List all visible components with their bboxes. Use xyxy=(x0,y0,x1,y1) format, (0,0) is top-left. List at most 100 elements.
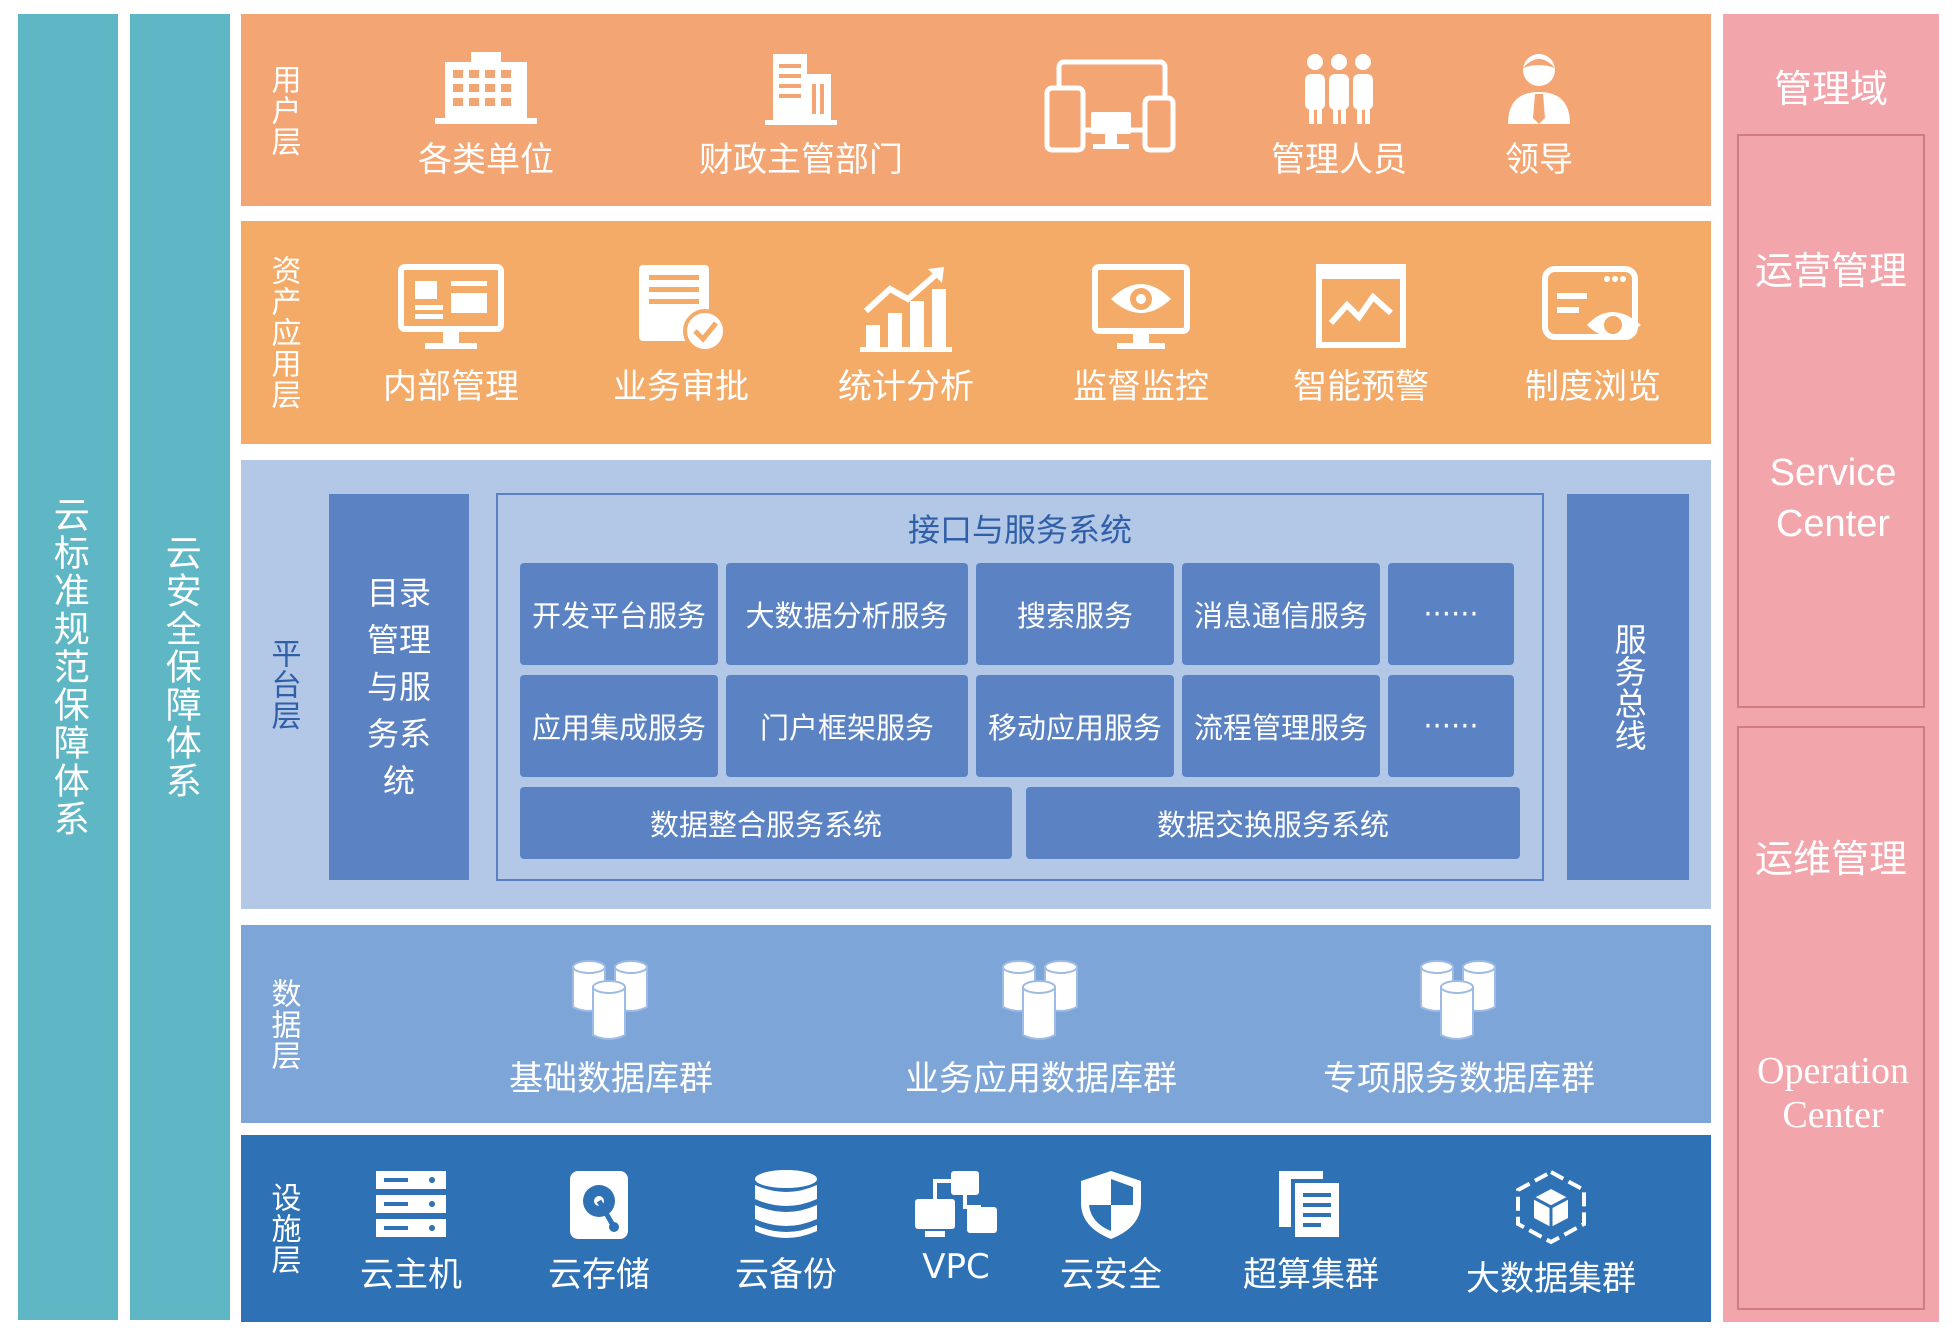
infra-item-cloud-security: 云安全 xyxy=(1021,1169,1201,1296)
trend-window-icon xyxy=(1315,263,1407,353)
infrastructure-layer: 设施层 云主机 云存储 xyxy=(241,1135,1711,1322)
user-item-label: 各类单位 xyxy=(418,140,554,180)
database-cluster-icon xyxy=(1417,959,1501,1045)
leader-person-icon xyxy=(1504,52,1574,126)
app-item-label: 监督监控 xyxy=(1073,367,1209,407)
user-item-leader: 领导 xyxy=(1489,52,1589,181)
data-item-label: 专项服务数据库群 xyxy=(1323,1059,1595,1099)
service-workflow: 流程管理服务 xyxy=(1182,675,1380,777)
service-portal-framework: 门户框架服务 xyxy=(726,675,968,777)
shield-icon xyxy=(1079,1169,1143,1241)
bar-chart-growth-icon xyxy=(856,263,956,353)
database-stack-icon xyxy=(753,1169,819,1241)
application-layer: 资产应用层 内部管理 xyxy=(241,221,1711,444)
data-item-business: 业务应用数据库群 xyxy=(871,959,1211,1100)
service-bus-label: 服务总线 xyxy=(1609,623,1648,751)
service-dev-platform: 开发平台服务 xyxy=(520,563,718,665)
interface-system-title: 接口与服务系统 xyxy=(907,511,1132,549)
infra-item-label: 云主机 xyxy=(360,1255,462,1295)
infra-item-supercomputing: 超算集群 xyxy=(1211,1169,1411,1296)
app-item-label: 智能预警 xyxy=(1293,367,1429,407)
user-item-label: 管理人员 xyxy=(1271,140,1407,180)
security-column: 云安全保障体系 xyxy=(130,14,230,1320)
service-center-box: 运营管理 Service Center xyxy=(1737,134,1925,708)
management-domain: 管理域 运营管理 Service Center 运维管理 Operation C… xyxy=(1723,14,1939,1322)
infra-item-label: 云安全 xyxy=(1060,1255,1162,1295)
data-item-basic: 基础数据库群 xyxy=(441,959,781,1100)
infra-item-label: 云备份 xyxy=(735,1255,837,1295)
data-layer: 数据层 基础数据库群 业务应用数据库群 xyxy=(241,925,1711,1123)
service-center-label: Service Center xyxy=(1769,452,1897,546)
user-item-label: 领导 xyxy=(1505,140,1573,180)
cube-hexagon-icon xyxy=(1514,1169,1588,1245)
standards-label: 云标准规范保障体系 xyxy=(47,496,89,838)
operations-mgmt-label: 运营管理 xyxy=(1754,249,1907,293)
data-item-label: 基础数据库群 xyxy=(509,1059,713,1099)
office-building-icon xyxy=(761,52,841,126)
infra-item-cloud-host: 云主机 xyxy=(321,1169,501,1296)
building-icon xyxy=(431,52,541,126)
data-item-label: 业务应用数据库群 xyxy=(905,1059,1177,1099)
maintenance-mgmt-label: 运维管理 xyxy=(1754,837,1907,881)
app-item-label: 统计分析 xyxy=(838,367,974,407)
infra-item-cloud-backup: 云备份 xyxy=(696,1169,876,1296)
data-exchange-system: 数据交换服务系统 xyxy=(1026,787,1520,859)
hard-disk-icon xyxy=(568,1169,630,1241)
catalog-system-label: 目录管理与服务系统 xyxy=(366,573,431,800)
infra-item-label: 云存储 xyxy=(548,1255,650,1295)
infra-item-label: VPC xyxy=(922,1247,990,1287)
service-app-integration: 应用集成服务 xyxy=(520,675,718,777)
security-label: 云安全保障体系 xyxy=(159,534,201,800)
database-cluster-icon xyxy=(569,959,653,1045)
data-item-special: 专项服务数据库群 xyxy=(1289,959,1629,1100)
service-more-row2: ······ xyxy=(1388,675,1514,777)
user-item-finance-dept: 财政主管部门 xyxy=(691,52,911,181)
infra-item-label: 超算集群 xyxy=(1243,1255,1379,1295)
service-big-data-analysis: 大数据分析服务 xyxy=(726,563,968,665)
app-item-internal: 内部管理 xyxy=(351,263,551,408)
group-people-icon xyxy=(1299,52,1379,126)
infra-item-big-data: 大数据集群 xyxy=(1436,1169,1666,1300)
app-item-regulations: 制度浏览 xyxy=(1493,263,1693,408)
app-item-label: 业务审批 xyxy=(613,367,749,407)
platform-layer-label: 平台层 xyxy=(265,638,301,731)
documents-icon xyxy=(1277,1169,1345,1241)
infra-item-cloud-storage: 云存储 xyxy=(509,1169,689,1296)
app-item-approval: 业务审批 xyxy=(581,263,781,408)
operation-center-label: Operation Center xyxy=(1757,1050,1909,1136)
multi-device-icon xyxy=(1043,58,1179,154)
service-mobile-app: 移动应用服务 xyxy=(976,675,1174,777)
infra-item-label: 大数据集群 xyxy=(1466,1259,1636,1299)
app-item-label: 制度浏览 xyxy=(1525,367,1661,407)
app-item-supervision: 监督监控 xyxy=(1041,263,1241,408)
service-messaging: 消息通信服务 xyxy=(1182,563,1380,665)
browser-eye-icon xyxy=(1541,263,1645,353)
document-check-icon xyxy=(631,263,731,353)
server-rack-icon xyxy=(374,1169,448,1241)
infra-item-vpc: VPC xyxy=(866,1169,1046,1287)
user-layer: 用户层 各类单位 xyxy=(241,14,1711,206)
app-item-statistics: 统计分析 xyxy=(806,263,1006,408)
interface-system-frame: 接口与服务系统 开发平台服务 大数据分析服务 搜索服务 消息通信服务 ·····… xyxy=(496,493,1544,881)
management-title: 管理域 xyxy=(1773,67,1888,111)
user-item-units: 各类单位 xyxy=(406,52,566,181)
user-layer-label: 用户层 xyxy=(265,63,301,157)
app-item-warning: 智能预警 xyxy=(1261,263,1461,408)
data-layer-label: 数据层 xyxy=(265,977,301,1071)
monitor-eye-icon xyxy=(1091,263,1191,353)
standards-column: 云标准规范保障体系 xyxy=(18,14,118,1320)
monitor-profile-icon xyxy=(397,263,505,353)
service-bus-box: 服务总线 xyxy=(1567,494,1689,880)
user-item-managers: 管理人员 xyxy=(1259,52,1419,181)
service-more-row1: ······ xyxy=(1388,563,1514,665)
data-integration-system: 数据整合服务系统 xyxy=(520,787,1012,859)
platform-layer: 平台层 目录管理与服务系统 服务总线 接口与服务系统 开发平台服务 大数据分析服… xyxy=(241,460,1711,909)
app-item-label: 内部管理 xyxy=(383,367,519,407)
service-search: 搜索服务 xyxy=(976,563,1174,665)
catalog-system-box: 目录管理与服务系统 xyxy=(329,494,469,880)
network-devices-icon xyxy=(911,1169,1001,1241)
operation-center-box: 运维管理 Operation Center xyxy=(1737,726,1925,1310)
user-item-devices xyxy=(1041,58,1181,160)
database-cluster-icon xyxy=(999,959,1083,1045)
infra-layer-label: 设施层 xyxy=(265,1182,301,1275)
